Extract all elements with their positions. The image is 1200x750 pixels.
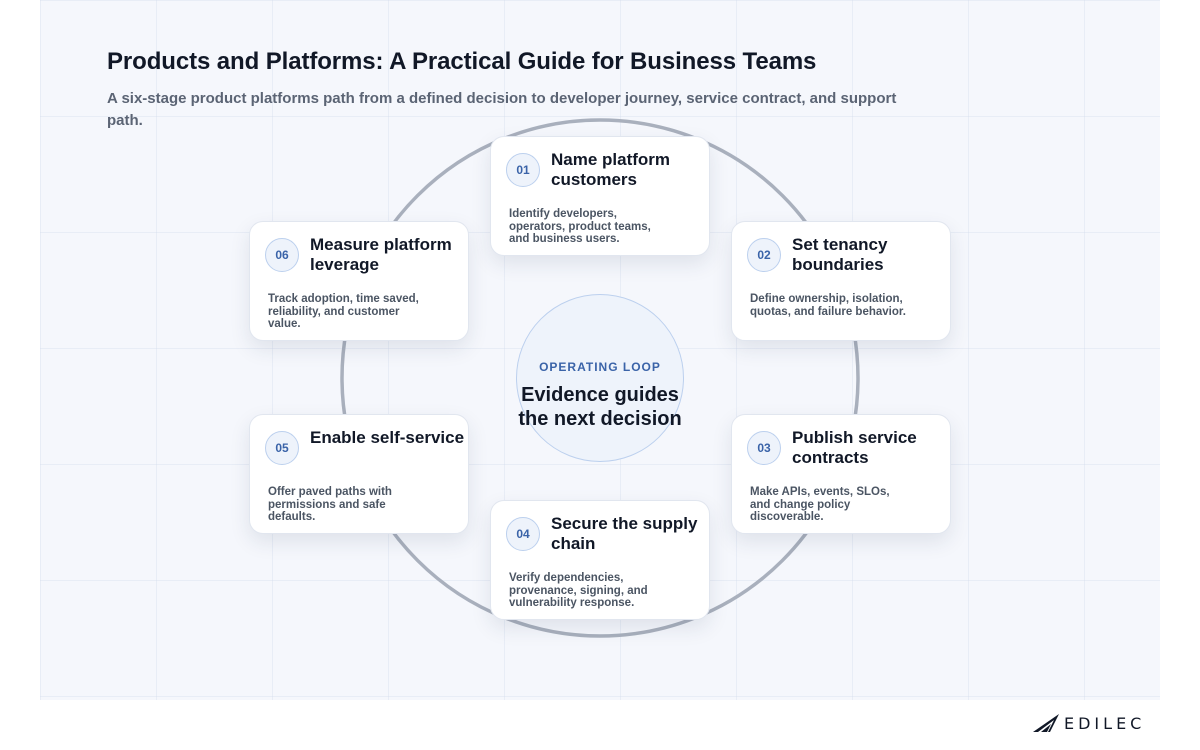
stage-description: Track adoption, time saved, reliability,… [268,293,419,330]
stage-card-02: 02 Set tenancy boundaries Define ownersh… [731,221,951,341]
stage-title: Secure the supply chain [551,514,698,553]
page-title: Products and Platforms: A Practical Guid… [107,48,817,75]
stage-number-badge: 02 [747,238,781,272]
stage-card-04: 04 Secure the supply chain Verify depend… [490,500,710,620]
edilec-logo-icon [1033,714,1059,732]
stage-title: Publish service contracts [792,428,917,467]
stage-description: Identify developers, operators, product … [509,208,651,245]
stage-description: Verify dependencies, provenance, signing… [509,572,648,609]
center-eyebrow: OPERATING LOOP [539,360,661,374]
stage-title: Set tenancy boundaries [792,235,888,274]
brand-name: EDILEC [1064,713,1146,733]
stage-number-badge: 01 [506,153,540,187]
page-subtitle: A six-stage product platforms path from … [107,90,897,129]
stage-description: Offer paved paths with permissions and s… [268,486,392,523]
stage-number-badge: 03 [747,431,781,465]
stage-card-03: 03 Publish service contracts Make APIs, … [731,414,951,534]
stage-number-badge: 05 [265,431,299,465]
center-statement: Evidence guides the next decision [518,384,682,430]
stage-number-badge: 04 [506,517,540,551]
stage-number-badge: 06 [265,238,299,272]
center-hub: OPERATING LOOP Evidence guides the next … [516,294,684,462]
stage-card-05: 05 Enable self-service Offer paved paths… [249,414,469,534]
stage-description: Make APIs, events, SLOs, and change poli… [750,486,890,523]
stage-title: Enable self-service [310,428,465,447]
stage-description: Define ownership, isolation, quotas, and… [750,293,906,318]
stage-title: Measure platform leverage [310,235,452,274]
stage-card-01: 01 Name platform customers Identify deve… [490,136,710,256]
stage-card-06: 06 Measure platform leverage Track adopt… [249,221,469,341]
brand-logo: EDILEC [1032,712,1156,734]
stage-title: Name platform customers [551,150,671,189]
